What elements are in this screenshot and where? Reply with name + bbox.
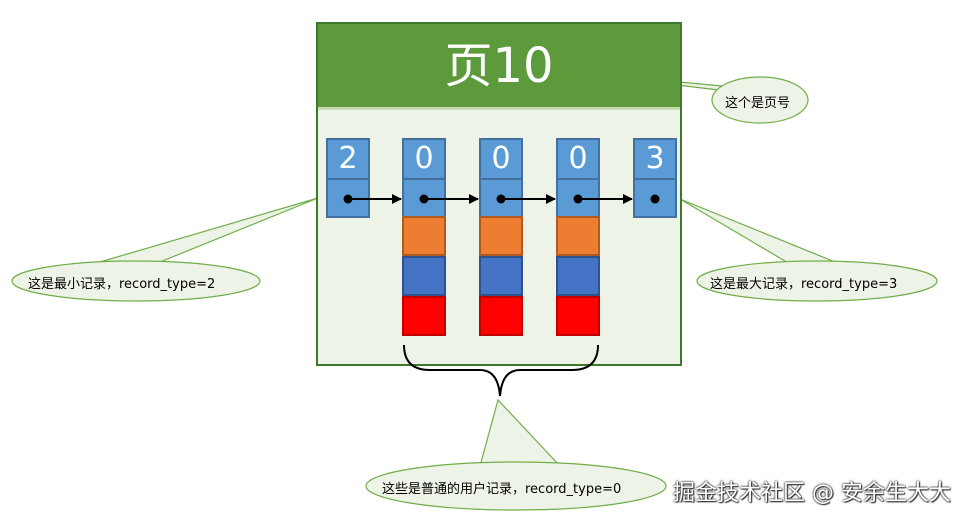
max-record-callout-bubble: [696, 260, 938, 302]
record-field-red: [556, 296, 600, 336]
min-record-callout-bubble: [11, 260, 261, 302]
record-field-orange: [479, 216, 523, 256]
record-field-blue: [479, 256, 523, 296]
record-field-orange: [556, 216, 600, 256]
min-record-callout-text: 这是最小记录，record_type=2: [28, 277, 216, 292]
record-field-blue: [402, 256, 446, 296]
user-records-callout-text: 这些是普通的用户记录，record_type=0: [382, 482, 622, 497]
page-title: 页10: [444, 37, 554, 94]
record-field-red: [479, 296, 523, 336]
page-number-callout-text: 这个是页号: [725, 96, 791, 111]
user-records-brace: [403, 344, 599, 397]
record-type-cell: 0: [479, 138, 523, 180]
page-number-callout-bubble: [711, 76, 809, 124]
page-header: 页10: [318, 24, 680, 110]
pointer-dot: [496, 194, 506, 204]
pointer-dot: [650, 194, 660, 204]
user-records-callout-bubble: [365, 461, 667, 511]
max-record-callout-text: 这是最大记录，record_type=3: [710, 277, 898, 292]
pointer-dot: [343, 194, 353, 204]
pointer-dot: [573, 194, 583, 204]
record-field-blue: [556, 256, 600, 296]
record-type-cell: 0: [402, 138, 446, 180]
record-field-red: [402, 296, 446, 336]
pointer-dot: [419, 194, 429, 204]
record-field-orange: [402, 216, 446, 256]
record-type-cell: 3: [633, 138, 677, 180]
watermark-text: 掘金技术社区 @ 安余生大大: [673, 481, 951, 506]
